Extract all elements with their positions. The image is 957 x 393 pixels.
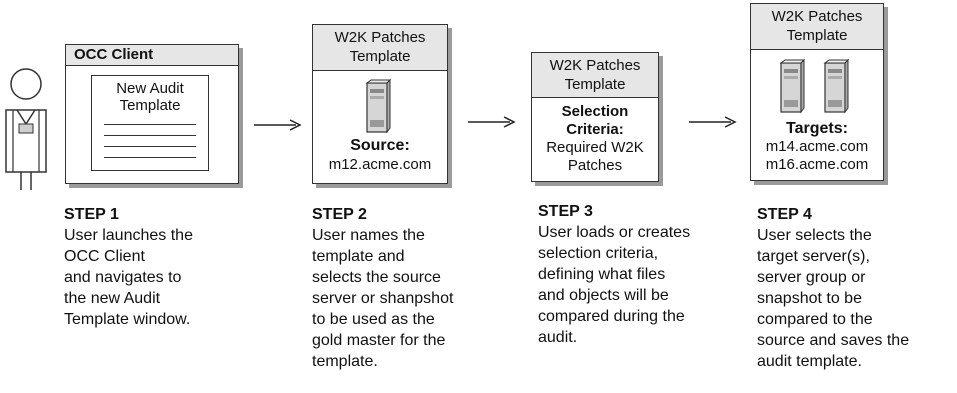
new-audit-template-panel: New Audit Template [91, 75, 209, 171]
step4-title: STEP 4 [757, 206, 812, 223]
step4-template-box: W2K Patches Template Targets: m14.acme.c… [750, 3, 884, 181]
user-icon [5, 68, 47, 190]
step2-title: STEP 2 [312, 206, 367, 223]
document-line [104, 135, 196, 136]
step3-template-header: W2K Patches Template [532, 53, 658, 98]
document-line [104, 157, 196, 158]
server-icon [365, 78, 392, 134]
step2-template-header: W2K Patches Template [313, 25, 447, 71]
step4-template-header: W2K Patches Template [751, 4, 883, 50]
step2-template-box: W2K Patches Template Source: m12.acme.co… [312, 24, 448, 184]
step2-description: User names the template and selects the … [312, 227, 454, 370]
occ-client-window: OCC Client New Audit Template [65, 44, 239, 184]
target-host: m14.acme.com [765, 138, 869, 155]
server-icon [823, 58, 850, 114]
selection-criteria-label: Selection Criteria: [561, 103, 629, 138]
occ-client-titlebar: OCC Client [66, 45, 238, 66]
new-audit-template-label: New Audit Template [116, 80, 184, 114]
arrow-icon [689, 116, 737, 128]
target-host: m16.acme.com [765, 156, 869, 173]
document-line [104, 146, 196, 147]
source-host: m12.acme.com [328, 156, 432, 173]
step3-template-box: W2K Patches Template Selection Criteria:… [531, 52, 659, 182]
document-line [104, 124, 196, 125]
step4-description: User selects the target server(s), serve… [757, 227, 910, 370]
step1-title: STEP 1 [64, 206, 119, 223]
server-icon [779, 58, 806, 114]
step3-title: STEP 3 [538, 203, 593, 220]
step1-description: User launches the OCC Client and navigat… [64, 227, 193, 328]
arrow-icon [468, 116, 516, 128]
arrow-icon [254, 119, 302, 131]
source-label: Source: [350, 137, 410, 154]
occ-client-title: OCC Client [74, 46, 154, 63]
targets-label: Targets: [786, 120, 848, 137]
step3-description: User loads or creates selection criteria… [538, 224, 691, 346]
selection-criteria-value: Required W2K Patches [546, 139, 644, 174]
